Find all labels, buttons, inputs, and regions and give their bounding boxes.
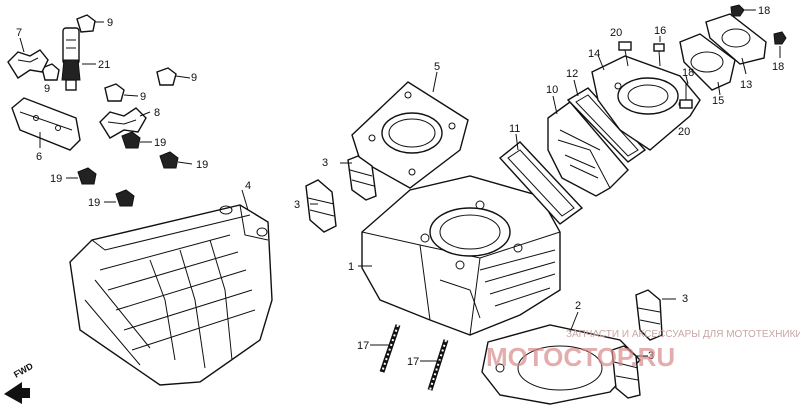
spark-plug-part (61, 27, 81, 91)
callout-7: 7 (16, 27, 22, 39)
callout-21: 21 (98, 59, 110, 71)
intake-manifold-part (591, 55, 701, 151)
callout-18-c: 18 (772, 61, 784, 73)
reed-valve-part (547, 101, 629, 197)
small-nut-part (77, 131, 179, 207)
callout-19-c: 19 (50, 173, 62, 185)
bracket-8-part (99, 107, 147, 139)
callout-12: 12 (566, 68, 578, 80)
callout-17-b: 17 (407, 356, 419, 368)
nut-part (730, 4, 787, 45)
callout-15: 15 (712, 95, 724, 107)
callout-3-b: 3 (294, 199, 300, 211)
callout-19-b: 19 (196, 159, 208, 171)
bolt-part (618, 41, 693, 109)
callout-4: 4 (245, 180, 251, 192)
stud-part (379, 324, 449, 391)
callout-19-a: 19 (154, 137, 166, 149)
insulator-part (679, 33, 736, 91)
callout-2: 2 (575, 300, 581, 312)
carb-flange-part (705, 13, 767, 65)
cylinder-nut-part (305, 155, 663, 399)
callout-18-b: 18 (682, 67, 694, 79)
callout-10: 10 (546, 84, 558, 96)
callout-17-a: 17 (357, 340, 369, 352)
callout-9-b: 9 (44, 83, 50, 95)
reed-gasket-2-part (566, 87, 647, 163)
reed-gasket-part (498, 141, 584, 225)
callout-14: 14 (588, 48, 600, 60)
base-gasket-part (481, 324, 641, 405)
callout-19-d: 19 (88, 197, 100, 209)
callout-13: 13 (740, 79, 752, 91)
cap-nut-part (41, 14, 177, 102)
callout-6: 6 (36, 151, 42, 163)
cylinder-head-part (69, 204, 273, 386)
callout-11: 11 (509, 123, 520, 135)
callout-9-a: 9 (107, 17, 113, 29)
callout-9-c: 9 (191, 72, 197, 84)
cylinder-part (361, 175, 561, 336)
callout-5: 5 (434, 61, 440, 73)
callout-1: 1 (348, 261, 354, 273)
head-gasket-part (351, 81, 469, 189)
callout-20-a: 20 (610, 27, 622, 39)
callout-3-d: 3 (648, 350, 654, 362)
callout-3-c: 3 (682, 293, 688, 305)
cover-part (11, 97, 81, 151)
watermark-site: МОТОСТОР.RU (486, 342, 675, 372)
callout-20-b: 20 (678, 126, 690, 138)
callout-16: 16 (654, 25, 666, 37)
fwd-label: FWD (12, 361, 35, 380)
watermark-tagline: ЗАПЧАСТИ И АКСЕССУАРЫ ДЛЯ МОТОТЕХНИКИ (566, 329, 800, 340)
fwd-arrow-icon (4, 382, 30, 404)
callout-3-a: 3 (322, 157, 328, 169)
callout-18-a: 18 (758, 5, 770, 17)
callout-8: 8 (154, 107, 160, 119)
callout-9-d: 9 (140, 91, 146, 103)
bracket-7-part (7, 49, 49, 79)
